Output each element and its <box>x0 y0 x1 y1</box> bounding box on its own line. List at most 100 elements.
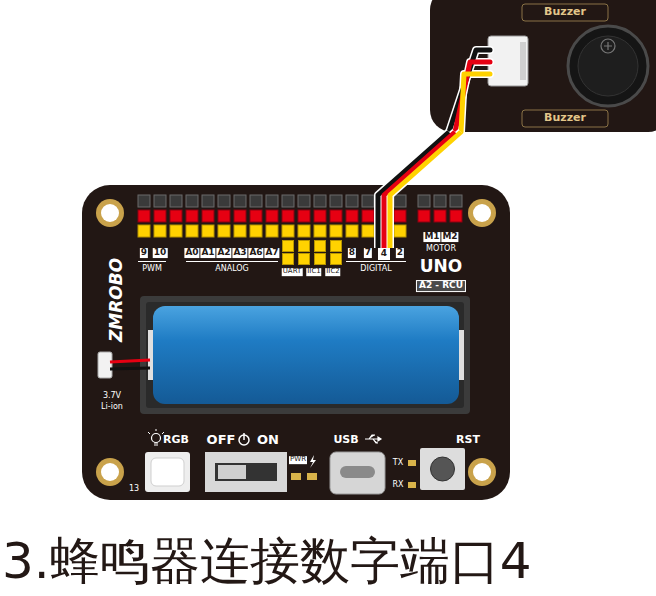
pin-label: 8 <box>348 248 356 258</box>
bus-pin <box>299 254 310 265</box>
board-label: MOTOR <box>426 245 456 254</box>
header-pin <box>298 210 310 222</box>
digital-pin-box: 4 <box>378 248 390 260</box>
board-label: Buzzer <box>544 112 586 124</box>
motor-pin <box>434 195 446 207</box>
bus-pin <box>299 241 310 252</box>
pin-label: M2 <box>441 232 458 242</box>
board-label: PWR <box>289 456 307 464</box>
header-pin <box>170 195 182 207</box>
pin-label: 7 <box>364 248 372 258</box>
power-switch <box>205 433 287 492</box>
header-pin <box>202 210 214 222</box>
header-pin <box>314 210 326 222</box>
board-label: DIGITAL <box>360 265 391 274</box>
buzzer-module-box: BuzzerBuzzer <box>430 0 656 132</box>
rgb-button <box>145 429 190 492</box>
pin-number: 4 <box>381 249 387 259</box>
header-pin <box>362 195 374 207</box>
bus-pin <box>331 254 342 265</box>
motor-pin <box>450 195 462 207</box>
board-label: Li-ion <box>101 403 123 412</box>
pin-label: A6 <box>248 248 263 258</box>
header-pin <box>330 195 342 207</box>
board-label: 13 <box>129 485 139 494</box>
pin-label: A2 <box>216 248 231 258</box>
mounting-hole <box>96 199 496 486</box>
pin-label: 10 <box>153 248 168 258</box>
bus-pin <box>283 241 294 252</box>
header-pin <box>138 225 150 237</box>
board-label: A2 - RCU <box>416 280 466 292</box>
group-bracket <box>138 261 406 262</box>
caption: 3.蜂鸣器连接数字端口4 <box>2 534 532 589</box>
board-label: Buzzer <box>544 6 586 18</box>
board-label: TX <box>393 459 403 468</box>
header-pin <box>362 225 374 237</box>
header-pin <box>250 195 262 207</box>
header-pin <box>218 225 230 237</box>
header-pin <box>346 210 358 222</box>
pin-label: A3 <box>232 248 247 258</box>
header-pin <box>154 195 166 207</box>
header-pin <box>250 225 262 237</box>
buzzer-module <box>430 0 656 132</box>
header-pin <box>234 225 246 237</box>
header-pin <box>282 195 294 207</box>
header-pin <box>394 225 406 237</box>
wire <box>390 132 461 248</box>
header-pin <box>346 225 358 237</box>
header-pin <box>154 210 166 222</box>
module-wires <box>449 50 490 132</box>
header-pin <box>266 225 278 237</box>
cable <box>378 132 461 248</box>
board-label: RGB <box>163 434 189 446</box>
board-label: RST <box>456 434 480 446</box>
board-label: IIC2 <box>325 268 340 276</box>
header-pin <box>394 210 406 222</box>
bus-pin <box>315 254 326 265</box>
battery-connector <box>98 352 150 378</box>
header-pin <box>202 225 214 237</box>
header-pin <box>186 210 198 222</box>
header-pin <box>170 225 182 237</box>
header-pin <box>394 195 406 207</box>
header-pin <box>298 195 310 207</box>
header-pin <box>234 195 246 207</box>
controller-board <box>82 185 510 500</box>
header-pin <box>170 210 182 222</box>
pin-label: A0 <box>184 248 199 258</box>
wire-outline <box>390 132 461 248</box>
header-pin <box>186 195 198 207</box>
board-label: PWM <box>142 265 162 274</box>
header-pin <box>218 195 230 207</box>
motor-pin <box>418 210 430 222</box>
header-pin <box>266 210 278 222</box>
reset-button <box>420 448 465 490</box>
header-pin <box>202 195 214 207</box>
board-label: ON <box>257 433 279 447</box>
pin-label: A1 <box>200 248 215 258</box>
header-pin <box>314 225 326 237</box>
header-pin <box>266 195 278 207</box>
pin-label: M1 <box>423 232 440 242</box>
header-pin <box>330 210 342 222</box>
header-pin <box>282 225 294 237</box>
board-label: UART <box>282 268 303 276</box>
header-pin <box>234 210 246 222</box>
pin-label: 9 <box>140 248 148 258</box>
header-pin <box>138 210 150 222</box>
header-pin <box>314 195 326 207</box>
board-label: UNO <box>420 257 462 276</box>
battery-holder <box>140 296 470 414</box>
header-pin <box>154 225 166 237</box>
bus-pin <box>331 241 342 252</box>
motor-pin <box>434 210 446 222</box>
board-label: IIC1 <box>306 268 321 276</box>
motor-pin <box>418 195 430 207</box>
header-pin <box>282 210 294 222</box>
pin-label: A7 <box>264 248 279 258</box>
